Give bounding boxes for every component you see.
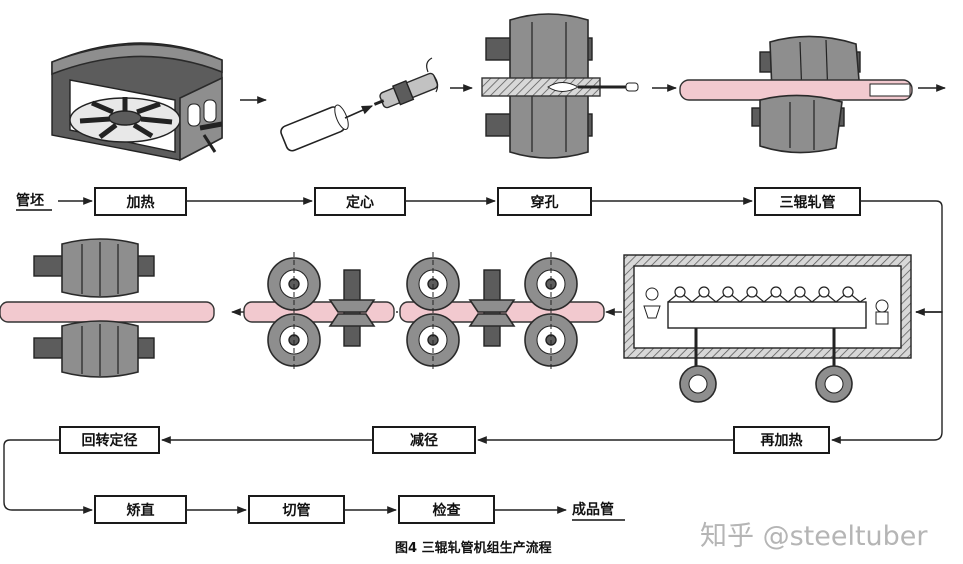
step-centering: 定心 — [314, 187, 406, 216]
sizing-mill-icon — [243, 252, 395, 372]
step-three-roll-rolling: 三辊轧管 — [754, 187, 861, 216]
step-straightening-text: 矫直 — [127, 502, 155, 519]
step-sizing-reducing: 减径 — [372, 426, 476, 454]
three-roll-mill-icon — [679, 35, 913, 154]
step-centering-text: 定心 — [346, 194, 374, 211]
flow-connector-right-2 — [831, 311, 943, 444]
step-heating-text: 加热 — [126, 194, 155, 211]
reducing-mill-icon — [399, 252, 605, 372]
walking-beam-furnace-icon — [623, 254, 912, 403]
rotary-sizing-mill-icon — [0, 238, 215, 378]
step-billet-label: 管坯 — [16, 192, 52, 211]
step-piercing: 穿孔 — [497, 187, 592, 216]
centering-tool-icon — [280, 57, 439, 152]
step-reheating: 再加热 — [733, 426, 830, 454]
step-rotary-sizing: 回转定径 — [59, 426, 160, 454]
step-inspection-text: 检查 — [433, 502, 462, 519]
step-sizing-reducing-text: 减径 — [410, 432, 438, 449]
step-reheating-text: 再加热 — [761, 432, 803, 449]
step-three-roll-rolling-text: 三辊轧管 — [780, 194, 836, 211]
figure-caption: 图4 三辊轧管机组生产流程 — [395, 540, 552, 556]
piercing-mill-icon — [481, 13, 639, 159]
step-rotary-sizing-text: 回转定径 — [82, 432, 138, 449]
flow-connector-left — [3, 439, 93, 514]
step-cutting: 切管 — [248, 495, 345, 524]
step-billet-text: 管坯 — [16, 192, 44, 209]
step-heating: 加热 — [94, 187, 187, 216]
step-piercing-text: 穿孔 — [531, 194, 559, 211]
step-finished-text: 成品管 — [572, 501, 614, 518]
flow-connector-right-1 — [860, 200, 943, 316]
step-straightening: 矫直 — [94, 495, 187, 524]
watermark-text: 知乎 @steeltuber — [700, 521, 928, 552]
step-finished-label: 成品管 — [572, 501, 625, 521]
step-cutting-text: 切管 — [283, 502, 311, 519]
rotary-hearth-furnace-icon — [51, 42, 223, 162]
step-inspection: 检查 — [398, 495, 495, 524]
